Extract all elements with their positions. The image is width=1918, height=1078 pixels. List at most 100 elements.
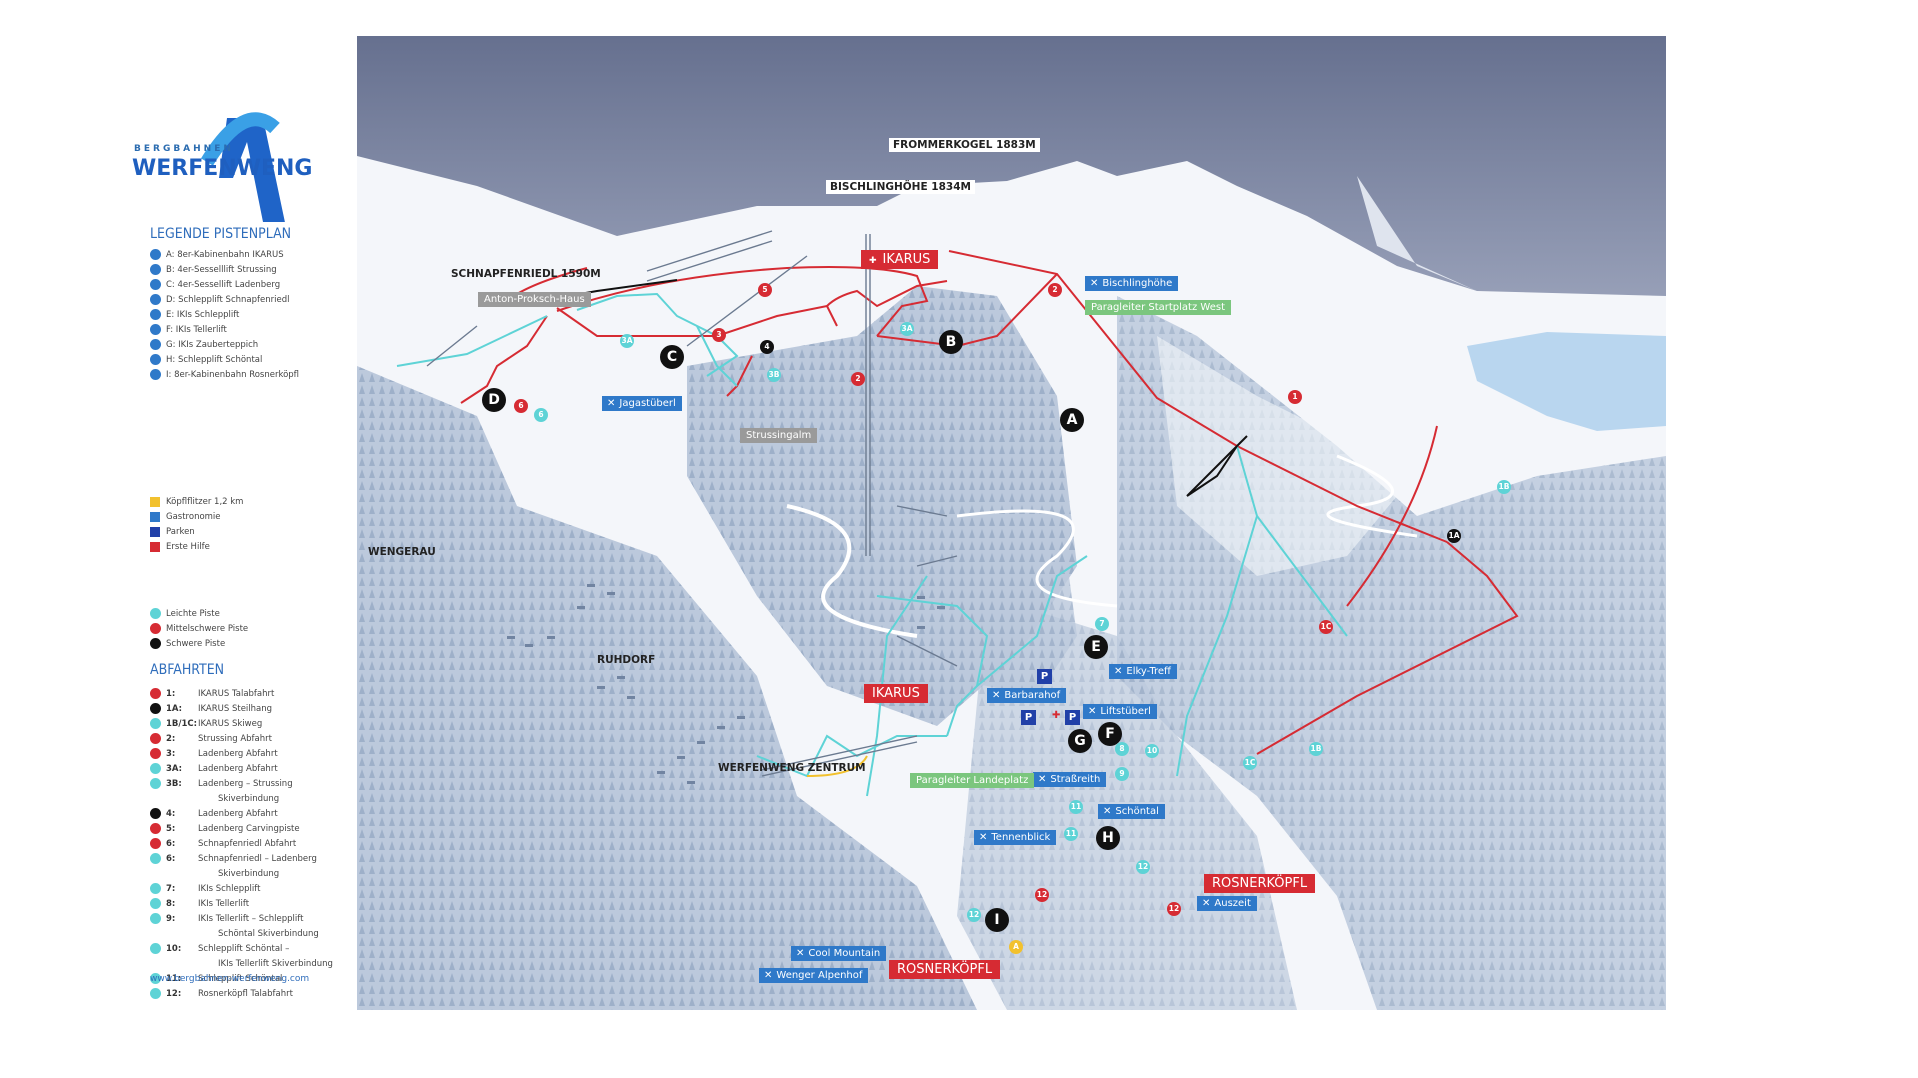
lift-c-marker[interactable]: C (660, 345, 684, 369)
lift-legend-item: I: 8er-Kabinenbahn Rosnerköpfl (150, 367, 299, 382)
run-5-marker[interactable]: 5 (758, 283, 772, 297)
symbol-legend-label: Erste Hilfe (166, 541, 210, 552)
lift-i-marker[interactable]: I (985, 908, 1009, 932)
run-1-marker[interactable]: 1 (1288, 390, 1302, 404)
run-1b-lower-marker[interactable]: 1B (1309, 742, 1323, 756)
paragliding-landing-label[interactable]: Paragleiter Landeplatz (910, 773, 1035, 788)
abfahrten-title: ABFAHRTEN (150, 662, 225, 678)
run-color-dot-icon (150, 808, 161, 819)
paragliding-start-label[interactable]: Paragleiter Startplatz West (1085, 300, 1231, 315)
wengerau-place-label: WENGERAU (368, 546, 436, 558)
run-number: 5: (166, 823, 176, 834)
run-6-marker[interactable]: 6 (514, 399, 528, 413)
run-12-lower-marker[interactable]: 12 (967, 908, 981, 922)
hut-elky-treff[interactable]: ✕Elky-Treff (1109, 664, 1177, 679)
run-3b-marker[interactable]: 3B (767, 368, 781, 382)
gondola-icon (150, 249, 161, 260)
run-legend-item: Skiverbindung (150, 866, 333, 881)
carpet-icon (150, 339, 161, 350)
run-color-dot-icon (150, 973, 161, 984)
parking-icon[interactable]: P (1037, 669, 1052, 684)
hut-strassreith[interactable]: ✕Straßreith (1033, 772, 1107, 787)
run-color-dot-icon (150, 943, 161, 954)
strussingalm-label[interactable]: Strussingalm (740, 428, 818, 443)
run-legend-item: 3B:Ladenberg – Strussing (150, 776, 333, 791)
run-12-top-marker[interactable]: 12 (1167, 902, 1181, 916)
run-9-marker[interactable]: 9 (1115, 767, 1129, 781)
koepflflitzer-marker[interactable]: A (1009, 940, 1023, 954)
run-1c-marker[interactable]: 1C (1243, 756, 1257, 770)
anton-proksch-haus-label[interactable]: Anton-Proksch-Haus (478, 292, 591, 307)
hut-barbarahof[interactable]: ✕Barbarahof (987, 688, 1067, 703)
lift-e-marker[interactable]: E (1084, 635, 1108, 659)
run-legend-label: Schnapfenriedl Abfahrt (198, 838, 297, 849)
hut-auszeit[interactable]: ✕Auszeit (1197, 896, 1257, 911)
difficulty-legend-item: Leichte Piste (150, 606, 248, 621)
parking-icon[interactable]: P (1065, 710, 1080, 725)
run-legend-item: 8:IKIs Tellerlift (150, 896, 333, 911)
run-8-marker[interactable]: 8 (1115, 742, 1129, 756)
lift-legend-label: I: 8er-Kabinenbahn Rosnerköpfl (166, 369, 300, 380)
lift-d-marker[interactable]: D (482, 388, 506, 412)
hut-bischlinghoehe[interactable]: ✕Bischlinghöhe (1085, 276, 1179, 291)
run-legend-item: 2:Strussing Abfahrt (150, 731, 333, 746)
rosnerkoepfl-top-label[interactable]: ROSNERKÖPFL (1204, 874, 1316, 893)
run-legend-label: IKARUS Skiweg (198, 718, 263, 729)
logo-title: WERFENWENG (132, 156, 313, 181)
run-legend-label: Skiverbindung (218, 793, 280, 804)
run-legend-label: IKIs Schlepplift (198, 883, 261, 894)
run-12-blue-marker[interactable]: 12 (1136, 860, 1150, 874)
run-1b-marker[interactable]: 1B (1497, 480, 1511, 494)
ikarus-top-station-label[interactable]: ✚IKARUS (861, 250, 939, 269)
run-12-marker[interactable]: 12 (1035, 888, 1049, 902)
run-legend-label: Schöntal Skiverbindung (218, 928, 319, 939)
ski-trail-icon (150, 496, 160, 507)
run-legend-item: 6:Schnapfenriedl – Ladenberg (150, 851, 333, 866)
run-3a-marker[interactable]: 3A (620, 334, 634, 348)
lift-a-marker[interactable]: A (1060, 408, 1084, 432)
run-legend-item: 3:Ladenberg Abfahrt (150, 746, 333, 761)
hut-schoental[interactable]: ✕Schöntal (1098, 804, 1165, 819)
difficulty-legend-item: Mittelschwere Piste (150, 621, 248, 636)
run-2-marker[interactable]: 2 (851, 372, 865, 386)
run-1a-marker[interactable]: 1A (1447, 529, 1461, 543)
run-color-dot-icon (150, 913, 161, 924)
lift-b-marker[interactable]: B (939, 330, 963, 354)
lift-legend-label: H: Schlepplift Schöntal (166, 354, 263, 365)
hut-tennenblick[interactable]: ✕Tennenblick (974, 830, 1057, 845)
run-6-connect-marker[interactable]: 6 (534, 408, 548, 422)
piste-map[interactable]: FROMMERKOGEL 1883M BISCHLINGHÖHE 1834M S… (357, 36, 1666, 1010)
symbol-legend-item: Köpflflitzer 1,2 km (150, 494, 243, 509)
run-3-marker[interactable]: 3 (712, 328, 726, 342)
restaurant-icon: ✕ (1114, 666, 1123, 677)
lift-legend-item: G: IKIs Zauberteppich (150, 337, 299, 352)
rosnerkoepfl-bottom-label[interactable]: ROSNERKÖPFL (889, 960, 1001, 979)
lift-legend-item: B: 4er-Sesselllift Strussing (150, 262, 299, 277)
website-link[interactable]: www.bergbahnen-werfenweng.com (150, 974, 310, 984)
lift-h-marker[interactable]: H (1096, 826, 1120, 850)
hut-jagastuberl[interactable]: ✕Jagastüberl (602, 396, 682, 411)
run-2-top-marker[interactable]: 2 (1048, 283, 1062, 297)
hut-liftstuberl[interactable]: ✕Liftstüberl (1083, 704, 1157, 719)
symbol-legend-item: Gastronomie (150, 509, 243, 524)
run-1b-red-marker[interactable]: 1C (1319, 620, 1333, 634)
run-3a-upper-marker[interactable]: 3A (900, 322, 914, 336)
run-number: 11: (166, 973, 182, 984)
run-7-marker[interactable]: 7 (1095, 617, 1109, 631)
run-11-marker[interactable]: 11 (1069, 800, 1083, 814)
run-color-dot-icon (150, 838, 161, 849)
hut-wenger-alpenhof[interactable]: ✕Wenger Alpenhof (759, 968, 869, 983)
run-11-lower-marker[interactable]: 11 (1064, 827, 1078, 841)
run-4-marker[interactable]: 4 (760, 340, 774, 354)
run-number: 3B: (166, 778, 182, 789)
lift-g-marker[interactable]: G (1068, 729, 1092, 753)
hut-cool-mountain[interactable]: ✕Cool Mountain (791, 946, 887, 961)
run-legend-item: 7:IKIs Schlepplift (150, 881, 333, 896)
parking-icon[interactable]: P (1021, 710, 1036, 725)
restaurant-icon: ✕ (796, 948, 805, 959)
run-10-marker[interactable]: 10 (1145, 744, 1159, 758)
werfenweng-logo (157, 92, 317, 232)
ikarus-valley-station-label[interactable]: IKARUS (864, 684, 928, 703)
run-legend-label: Ladenberg Abfahrt (198, 808, 278, 819)
